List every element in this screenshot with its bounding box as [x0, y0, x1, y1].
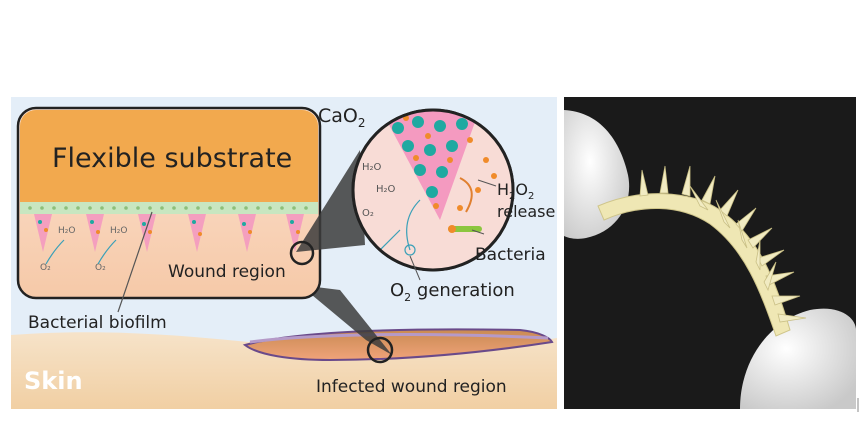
- infected-wound-region-label: Infected wound region: [316, 377, 507, 397]
- cao2-label: CaO2: [318, 105, 366, 130]
- tiny-h2o-label-2: H₂O: [110, 226, 127, 236]
- wound-region-label: Wound region: [168, 262, 286, 282]
- tiny-o2-label-1: O₂: [40, 263, 51, 273]
- tiny-h2o-label-circle-2: H₂O: [376, 184, 396, 195]
- schematic-panel: H₂O H₂O O₂ O₂ Flexible substrate Wound r…: [11, 97, 557, 409]
- skin-label: Skin: [24, 367, 83, 395]
- photo-panel: [564, 97, 856, 409]
- bacteria-label: Bacteria: [475, 245, 546, 265]
- release-label: release: [497, 202, 555, 221]
- right-glove: [740, 308, 856, 409]
- tiny-o2-label-2: O₂: [95, 263, 106, 273]
- bacterial-biofilm-label: Bacterial biofilm: [28, 313, 167, 333]
- cao2-particles: [392, 115, 497, 211]
- tiny-h2o-label-circle: H₂O: [362, 162, 382, 173]
- biofilm-dots: [28, 206, 308, 210]
- h2o2-label: H2O2: [497, 180, 534, 202]
- microneedle-particles: [38, 220, 300, 236]
- tiny-o2-label-circle: O₂: [362, 208, 374, 219]
- microneedle-spikes: [639, 165, 807, 323]
- tiny-h2o-label-1: H₂O: [58, 226, 75, 236]
- o2-generation-label: O2 generation: [390, 280, 515, 304]
- flexible-substrate-label: Flexible substrate: [52, 143, 292, 174]
